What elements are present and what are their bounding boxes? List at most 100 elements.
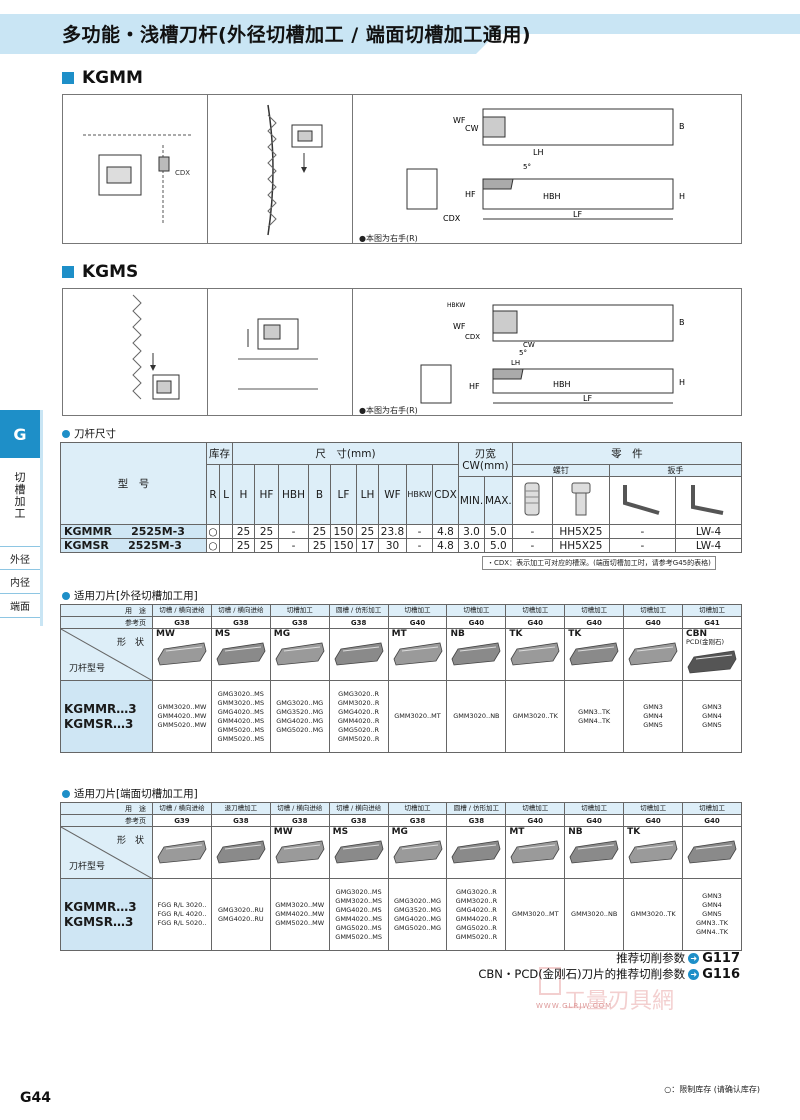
svg-text:WF: WF [453,116,466,125]
insert-shape-cell: MG [387,826,448,879]
svg-text:B: B [679,318,685,327]
insert-shape-cell: NB [446,628,507,681]
col-cw-header: 刃宽 CW(mm) [458,442,513,477]
insert-shape-cell: MT [505,826,566,879]
ref-page-link[interactable]: G40 [505,814,566,827]
holder-dims-table: 型 号 库存 尺 寸(mm) 刃宽 CW(mm) 零 件 R L H HF HB… [60,442,743,553]
ref-cutting-params[interactable]: 推荐切削参数 ➜ G117 [616,950,740,966]
ref-cbn-params[interactable]: CBN・PCD(金刚石)刀片的推荐切削参数 ➜ G116 [478,966,740,982]
insert-shape-cell [682,826,742,879]
ref-page-link[interactable]: G38 [210,616,271,629]
side-item-internal[interactable]: 内径 [0,570,40,594]
col-screw-header: 螺钉 [511,464,610,477]
insert-image-icon [687,840,737,864]
external-grooving-sketch [267,104,323,236]
svg-text:H: H [679,192,685,201]
watermark-url: WWW.GLRJW.COM [536,1002,613,1010]
ref-page-link[interactable]: G40 [623,616,684,629]
kgms-diagram-external [63,289,208,415]
insert-shape-cell [446,826,507,879]
insert-image-icon [157,642,207,666]
svg-text:B: B [679,122,685,131]
ref-page-link[interactable]: G38 [269,814,330,827]
ext-insert-table: 用 途切槽 / 横向进给切槽 / 横向进给切槽加工圆槽 / 仿形加工切槽加工切槽… [60,604,742,753]
side-category-label: 切 槽 加 工 [14,471,26,520]
svg-text:HBH: HBH [553,380,571,389]
cdx-footnote: ・CDX：表示加工可对应的槽深。(端面切槽加工时，请参考G45的表格) [482,556,716,570]
ref-page-link[interactable]: G40 [446,616,507,629]
insert-image-icon [628,642,678,666]
side-tab-g[interactable]: G [0,410,40,458]
kgms-diagram-face [208,289,353,415]
insert-shape-cell [210,826,271,879]
ref-page-link[interactable]: G38 [269,616,330,629]
insert-image-icon [628,840,678,864]
side-item-external[interactable]: 外径 [0,546,40,570]
kgms-dimension-drawing: HBKW WF CDX B CW 5° LH HF HBH H LF [420,302,685,404]
table-row: KGMSR 2525M-3 ○ 25 25 - 25 150 17 30 - 4… [60,538,743,553]
svg-text:CW: CW [523,341,535,349]
ref-page-link[interactable]: G40 [505,616,566,629]
ref-page-link[interactable]: G38 [328,616,389,629]
kgmm-diagram: CDX WF CW B LH 5° HF HBH H CDX [62,94,742,244]
kgmm-diagram-dims: WF CW B LH 5° HF HBH H CDX LF [353,95,743,243]
kgms-diagram: HBKW WF CDX B CW 5° LH HF HBH H LF ●本图为右… [62,288,742,416]
insert-shape-cell: MS [210,628,271,681]
kgms-face-sketch [238,318,318,390]
svg-text:CDX: CDX [175,169,190,177]
ref-page-link[interactable]: G38 [446,814,507,827]
col-stock-header: 库存 [206,442,233,465]
svg-text:CDX: CDX [443,214,461,223]
ref-page-link[interactable]: G39 [152,814,212,827]
cap-screw-icon [551,476,610,525]
kgms-diagram-dims: HBKW WF CDX B CW 5° LH HF HBH H LF [353,289,743,415]
table-row: KGMMR 2525M-3 ○ 25 25 - 25 150 25 23.8 -… [60,524,743,539]
svg-text:CW: CW [465,124,479,133]
arrow-right-icon: ➜ [688,968,700,980]
insert-image-icon [393,840,442,864]
insert-image-icon [334,840,384,864]
svg-text:工量刃具網: 工量刃具網 [564,989,674,1014]
col-dim-header: 尺 寸(mm) [232,442,459,465]
hex-wrench-icon [674,476,743,525]
holder-dims-heading: 刀杆尺寸 [62,426,116,441]
arrow-right-icon: ➜ [688,952,700,964]
round-bullet-icon [62,591,70,600]
svg-text:HF: HF [465,190,476,199]
col-model-header: 型 号 [60,442,207,525]
insert-image-icon [569,642,619,666]
ref-page-link[interactable]: G41 [682,616,742,629]
insert-image-icon [157,840,207,864]
ref-page-link[interactable]: G40 [387,616,448,629]
insert-image-icon [275,642,325,666]
ref-page-link[interactable]: G40 [623,814,684,827]
ref-page-link[interactable]: G38 [152,616,212,629]
ref-page-link[interactable]: G40 [682,814,742,827]
ref-page-link[interactable]: G38 [328,814,389,827]
ref-page-link[interactable]: G40 [564,616,625,629]
kgmm-diagram-face: CDX [63,95,208,243]
svg-text:WF: WF [453,322,466,331]
side-item-face[interactable]: 端面 [0,594,40,618]
ref-page-link[interactable]: G40 [564,814,625,827]
ref-page-link[interactable]: G38 [387,814,448,827]
insert-list-cell: GMM3020..NB [446,680,507,753]
page-title: 多功能・浅槽刀杆(外径切槽加工 / 端面切槽加工通用) [62,24,532,46]
ref-page-link[interactable]: G38 [210,814,271,827]
face-grooving-sketch: CDX [83,134,193,225]
svg-text:H: H [679,378,685,387]
insert-shape-cell: NB [564,826,625,879]
